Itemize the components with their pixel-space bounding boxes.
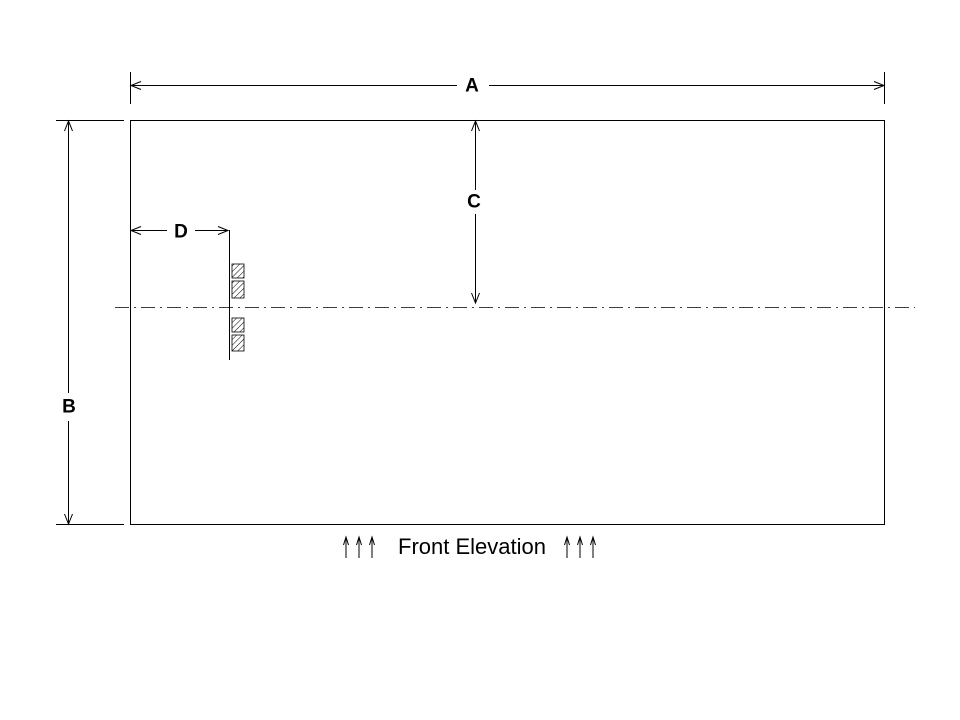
dimension-b — [56, 119, 124, 526]
dimension-c — [471, 119, 480, 305]
fitting-hatch-block — [231, 334, 245, 352]
dimension-label-a: A — [465, 76, 479, 97]
view-title: Front Elevation — [398, 534, 546, 559]
dimension-a — [129, 72, 886, 104]
fitting-hatch-block — [231, 280, 245, 299]
fitting-hatch-block — [231, 317, 245, 333]
dimension-label-b: B — [62, 397, 76, 418]
arrowhead-up-icon — [64, 119, 73, 132]
dimension-label-d: D — [174, 222, 188, 243]
arrowhead-right-icon — [217, 226, 230, 235]
up-arrowhead-icon — [369, 535, 375, 546]
hatched-fitting — [229, 230, 245, 360]
dimension-d — [129, 226, 230, 235]
up-arrowhead-icon — [590, 535, 596, 546]
arrowhead-left-icon — [129, 226, 142, 235]
arrowhead-down-icon — [64, 513, 73, 526]
fitting-hatch-block — [231, 263, 245, 279]
arrowhead-left-icon — [129, 81, 142, 90]
arrowhead-up-icon — [471, 119, 480, 132]
caption-up-arrows-left — [343, 535, 375, 558]
up-arrowhead-icon — [343, 535, 349, 546]
elevation-outline — [130, 120, 885, 525]
dimension-label-c: C — [467, 192, 481, 213]
up-arrowhead-icon — [564, 535, 570, 546]
up-arrowhead-icon — [577, 535, 583, 546]
caption-up-arrows-right — [564, 535, 596, 558]
up-arrowhead-icon — [356, 535, 362, 546]
arrowhead-right-icon — [873, 81, 886, 90]
arrowhead-down-icon — [471, 292, 480, 305]
